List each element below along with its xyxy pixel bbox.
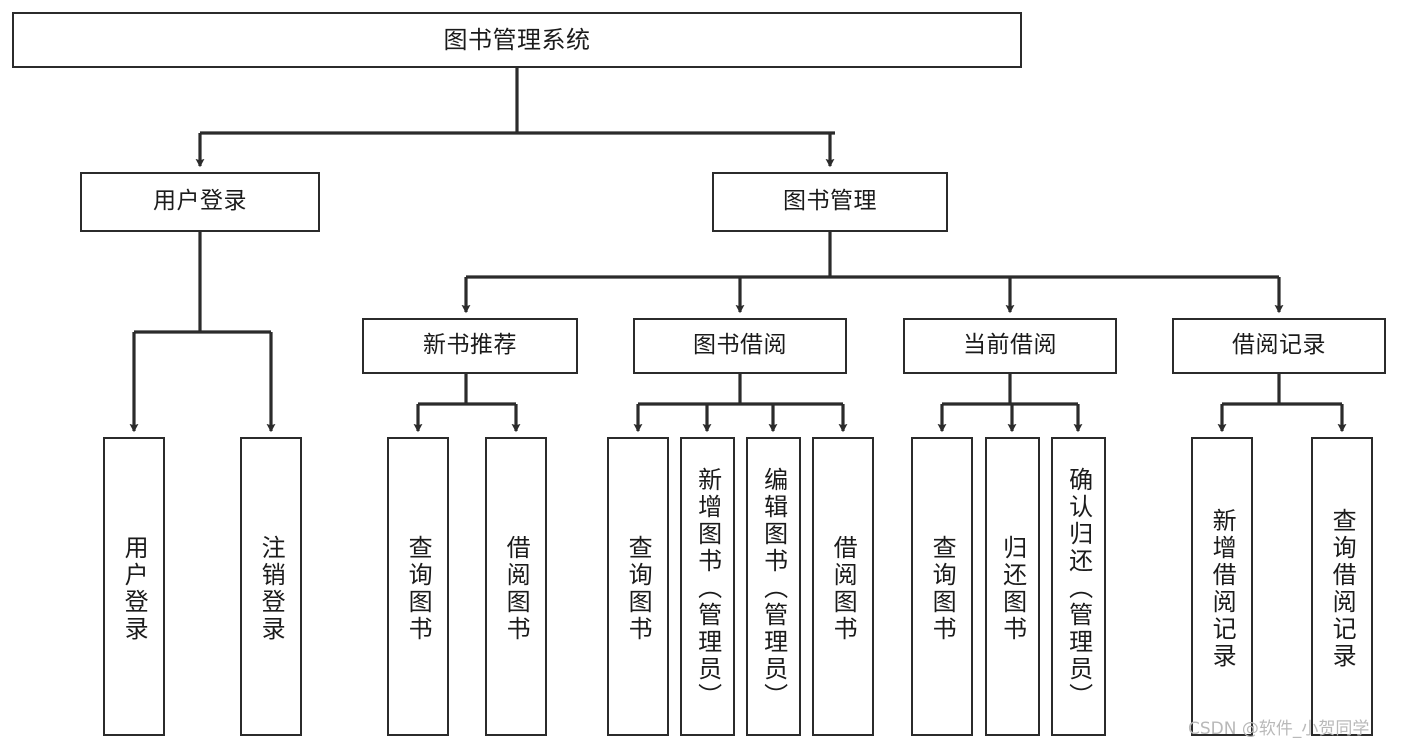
node-user-logout-action[interactable]: 注销登录 [240, 437, 302, 736]
node-query-book-borrow[interactable]: 查询图书 [607, 437, 669, 736]
node-borrow-record[interactable]: 借阅记录 [1172, 318, 1386, 374]
node-borrow-book-recommend[interactable]: 借阅图书 [485, 437, 547, 736]
node-add-borrow-record[interactable]: 新增借阅记录 [1191, 437, 1253, 736]
node-user-login-action[interactable]: 用户登录 [103, 437, 165, 736]
node-query-book-current-label: 查询图书 [928, 534, 957, 643]
node-current-borrow-label: 当前借阅 [963, 332, 1057, 359]
node-borrow-book-action-label: 借阅图书 [829, 534, 858, 643]
node-add-book-admin[interactable]: 新增图书（管理员） [680, 437, 735, 736]
node-query-book-recommend-label: 查询图书 [404, 534, 433, 643]
node-book-borrow-label: 图书借阅 [693, 332, 787, 359]
node-user-logout-action-label: 注销登录 [257, 534, 286, 643]
node-borrow-book-action[interactable]: 借阅图书 [812, 437, 874, 736]
node-book-manage-label: 图书管理 [783, 188, 877, 215]
node-edit-book-admin-label: 编辑图书（管理员） [759, 467, 788, 710]
node-query-borrow-record-label: 查询借阅记录 [1328, 507, 1357, 670]
node-add-borrow-record-label: 新增借阅记录 [1208, 507, 1237, 670]
node-book-manage[interactable]: 图书管理 [712, 172, 948, 232]
node-return-book[interactable]: 归还图书 [985, 437, 1040, 736]
node-new-book-recommend-label: 新书推荐 [423, 332, 517, 359]
node-query-book-recommend[interactable]: 查询图书 [387, 437, 449, 736]
node-query-book-current[interactable]: 查询图书 [911, 437, 973, 736]
node-user-login[interactable]: 用户登录 [80, 172, 320, 232]
node-root-system-label: 图书管理系统 [443, 25, 591, 54]
node-root-system[interactable]: 图书管理系统 [12, 12, 1022, 68]
node-user-login-action-label: 用户登录 [120, 534, 149, 643]
node-user-login-label: 用户登录 [153, 188, 247, 215]
node-current-borrow[interactable]: 当前借阅 [903, 318, 1117, 374]
node-borrow-book-recommend-label: 借阅图书 [502, 534, 531, 643]
node-query-book-borrow-label: 查询图书 [624, 534, 653, 643]
node-new-book-recommend[interactable]: 新书推荐 [362, 318, 578, 374]
node-add-book-admin-label: 新增图书（管理员） [693, 467, 722, 710]
csdn-watermark: CSDN @软件_小贺同学 [1188, 719, 1370, 739]
node-confirm-return-admin[interactable]: 确认归还（管理员） [1051, 437, 1106, 736]
node-borrow-record-label: 借阅记录 [1232, 332, 1326, 359]
node-book-borrow[interactable]: 图书借阅 [633, 318, 847, 374]
node-query-borrow-record[interactable]: 查询借阅记录 [1311, 437, 1373, 736]
node-confirm-return-admin-label: 确认归还（管理员） [1064, 467, 1093, 710]
node-return-book-label: 归还图书 [998, 534, 1027, 643]
node-edit-book-admin[interactable]: 编辑图书（管理员） [746, 437, 801, 736]
